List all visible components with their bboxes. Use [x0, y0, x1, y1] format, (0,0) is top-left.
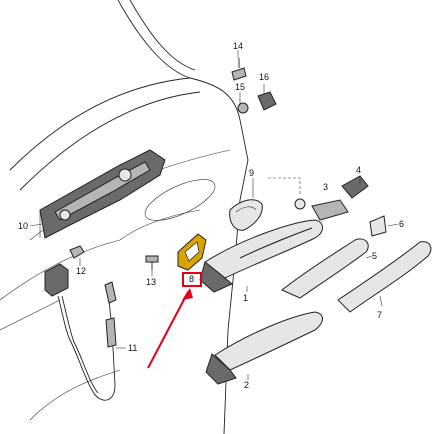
- callout-8: 8: [189, 274, 194, 284]
- part-7-handle-cap: [337, 241, 432, 313]
- callout-6: 6: [399, 219, 404, 229]
- callout-5: 5: [372, 251, 377, 261]
- callout-2: 2: [244, 380, 249, 390]
- part-6-cap: [369, 215, 387, 237]
- callout-13: 13: [146, 277, 156, 287]
- part-3-lock-cylinder-housing: [294, 198, 349, 221]
- part-13-screw: [145, 255, 159, 270]
- callout-11: 11: [128, 343, 137, 353]
- part-4-end-cap: [341, 175, 369, 199]
- callout-14: 14: [233, 41, 243, 51]
- callout-labels: 14 15 16 9 3 4 6 5 7 1 2 10 12 13 11 8: [18, 41, 404, 390]
- part-10-handle-carrier: [39, 149, 166, 239]
- highlight-marker: [147, 272, 202, 369]
- part-9-cover-plate: [229, 199, 263, 231]
- callout-3: 3: [323, 182, 328, 192]
- callout-7: 7: [377, 310, 382, 320]
- part-8-gasket: [177, 233, 207, 271]
- callout-1: 1: [243, 293, 248, 303]
- highlight-arrow: [147, 291, 189, 369]
- callout-9: 9: [249, 168, 254, 178]
- callout-16: 16: [259, 72, 269, 82]
- part-5-outer-handle: [281, 238, 369, 299]
- part-14-screw: [231, 58, 247, 81]
- highlight-arrowhead: [182, 288, 193, 300]
- leader-lines: [29, 50, 399, 380]
- callout-12: 12: [76, 266, 86, 276]
- callout-15: 15: [235, 82, 245, 92]
- part-2-handle-body-lower: [205, 311, 323, 385]
- part-12-lock-cylinder: [44, 245, 117, 401]
- callout-10: 10: [18, 221, 28, 231]
- part-16-plug: [257, 91, 277, 111]
- callout-4: 4: [356, 165, 361, 175]
- part-15-nut: [237, 102, 249, 114]
- part-1-handle-body: [199, 219, 323, 293]
- highlight-box: [182, 272, 202, 287]
